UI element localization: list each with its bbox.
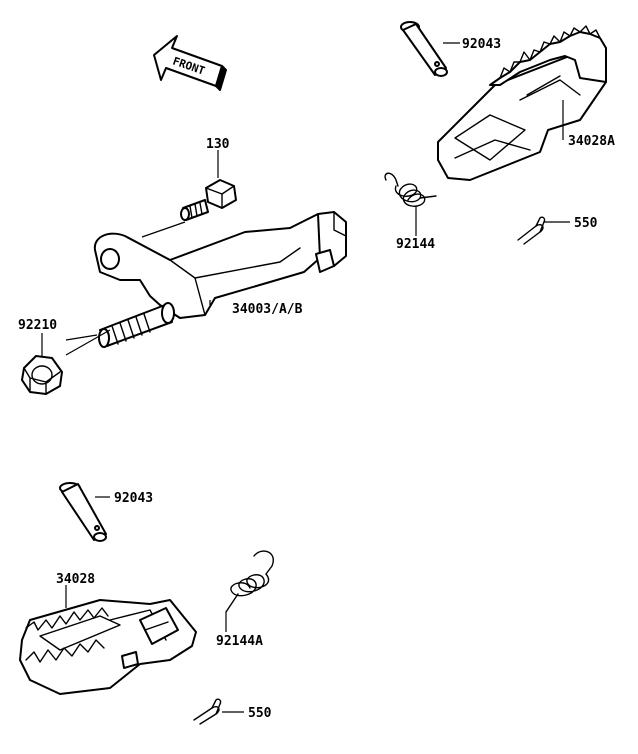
leader-lines bbox=[41, 42, 570, 713]
label-34028A: 34028A bbox=[568, 134, 615, 149]
label-92144A: 92144A bbox=[216, 634, 263, 649]
label-92043-top: 92043 bbox=[462, 37, 501, 52]
front-arrow-icon: FRONT bbox=[153, 35, 227, 91]
label-550-top: 550 bbox=[574, 216, 598, 231]
clevis-pin-bottom bbox=[59, 482, 107, 542]
part-labels: 92043 34028A 130 92144 550 92210 34003/A… bbox=[18, 37, 615, 721]
label-92144: 92144 bbox=[396, 237, 435, 252]
footpeg-right bbox=[437, 25, 607, 181]
bolt-130 bbox=[180, 179, 237, 221]
footpeg-left bbox=[19, 599, 197, 695]
brake-pedal-arm bbox=[93, 211, 347, 348]
spring-92144 bbox=[384, 172, 437, 207]
label-34028: 34028 bbox=[56, 572, 95, 587]
spring-92144A bbox=[225, 550, 274, 613]
cotter-pin-bottom bbox=[193, 698, 222, 725]
label-92210: 92210 bbox=[18, 318, 57, 333]
nut-92210 bbox=[21, 355, 63, 395]
clevis-pin-top bbox=[400, 21, 448, 77]
label-130: 130 bbox=[206, 137, 230, 152]
label-92043-bottom: 92043 bbox=[114, 491, 153, 506]
label-550-bottom: 550 bbox=[248, 706, 272, 721]
label-34003AB: 34003/A/B bbox=[232, 302, 303, 317]
cotter-pin-top bbox=[517, 216, 546, 245]
